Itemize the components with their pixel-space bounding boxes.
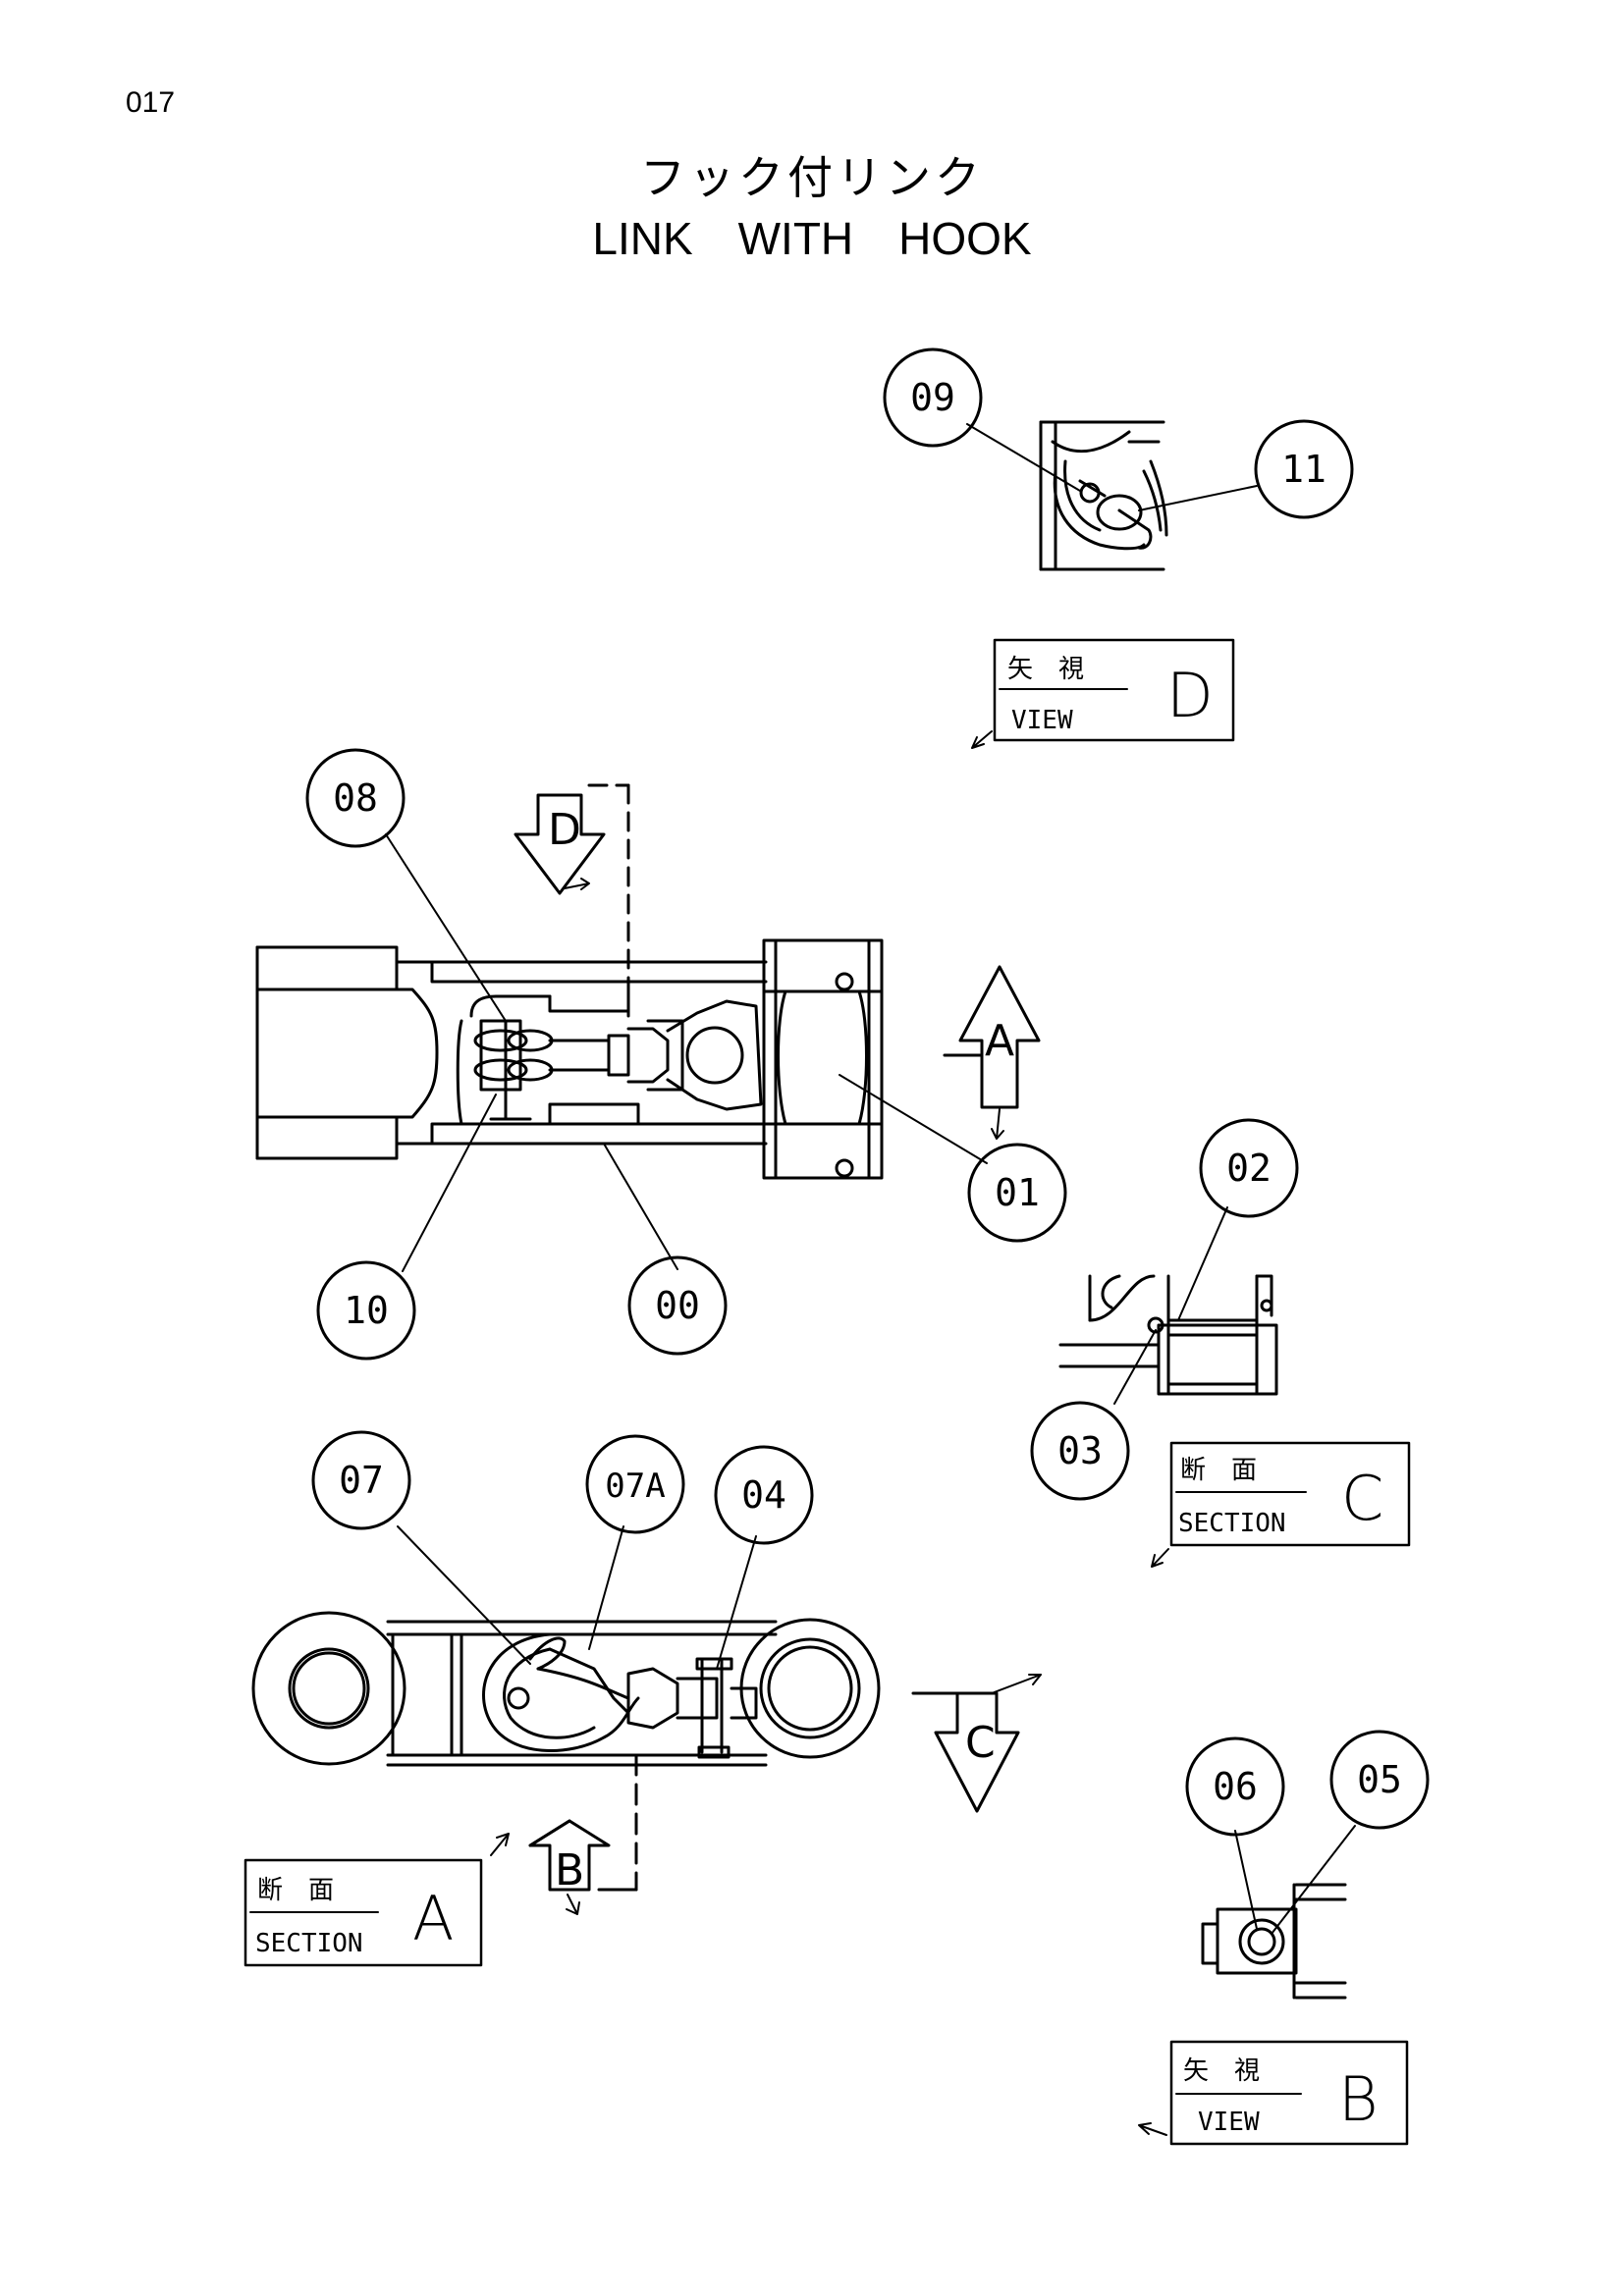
callout-circle-07 [311,1430,411,1530]
callout-circle-06 [1185,1736,1285,1837]
callout-11: 11 [1281,448,1326,491]
section-c-label-box [1151,1441,1411,1568]
title-english: LINK WITH HOOK [592,213,1032,264]
callout-circle-07a [585,1434,685,1534]
direction-arrow-b [528,1819,611,1915]
title-japanese: フック付リンク [640,151,984,204]
callout-circle-09 [883,347,983,448]
link-plan-view [255,783,884,1180]
direction-arrow-d-letter: D [548,805,581,855]
view-b-detail [1201,1883,1347,2000]
callout-circle-00 [627,1255,728,1356]
callout-10: 10 [344,1289,389,1332]
callout-circle-03 [1030,1401,1130,1501]
view-d-label-jp: 矢 視 [1007,655,1084,684]
section-a-label-box [244,1833,510,1967]
callout-circle-01 [967,1143,1067,1243]
callout-07: 07 [339,1459,384,1502]
callout-00: 00 [655,1284,700,1327]
callout-03: 03 [1057,1429,1103,1472]
callout-02: 02 [1226,1147,1272,1190]
view-d-label-letter: D [1166,660,1214,731]
direction-arrow-c [911,1674,1042,1813]
section-c-detail [1058,1274,1278,1396]
view-b-label-jp: 矢 視 [1183,2056,1260,2086]
view-d-detail [1039,420,1168,571]
section-a-label-jp: 断 面 [257,1876,334,1905]
callout-04: 04 [741,1473,786,1517]
view-d-label-en: VIEW [1011,706,1073,735]
link-elevation-view [251,1611,881,1892]
title-block: フック付リンク LINK WITH HOOK [0,147,1624,269]
section-a-label-en: SECTION [255,1929,363,1958]
view-b-label-box [1138,2040,1409,2146]
direction-arrow-a-letter: A [985,1016,1014,1066]
callout-09: 09 [910,376,955,419]
callout-leaders [385,423,1356,1935]
page-number: 017 [126,86,176,119]
callout-circle-05 [1329,1730,1430,1830]
callout-08: 08 [333,776,378,820]
callout-circle-11 [1254,419,1354,519]
view-d-label-box [971,638,1235,749]
callout-circle-02 [1199,1118,1299,1218]
direction-arrow-d [514,793,606,895]
view-b-label-en: VIEW [1198,2108,1260,2137]
direction-arrow-a [943,965,1041,1140]
callout-circles [305,347,1430,1837]
section-c-label-letter: C [1341,1463,1383,1534]
section-c-label-en: SECTION [1178,1509,1286,1538]
view-b-label-letter: B [1338,2063,1379,2135]
direction-arrow-c-letter: C [965,1718,996,1768]
callout-05: 05 [1357,1758,1402,1801]
callout-01: 01 [995,1171,1040,1214]
callout-07a: 07A [605,1467,665,1506]
callout-circle-10 [316,1260,416,1361]
direction-arrow-b-letter: B [555,1845,584,1896]
callout-06: 06 [1213,1765,1258,1808]
callout-circle-08 [305,748,406,848]
callout-circle-04 [714,1445,814,1545]
section-a-label-letter: A [412,1883,454,1954]
section-c-label-jp: 断 面 [1180,1456,1257,1485]
